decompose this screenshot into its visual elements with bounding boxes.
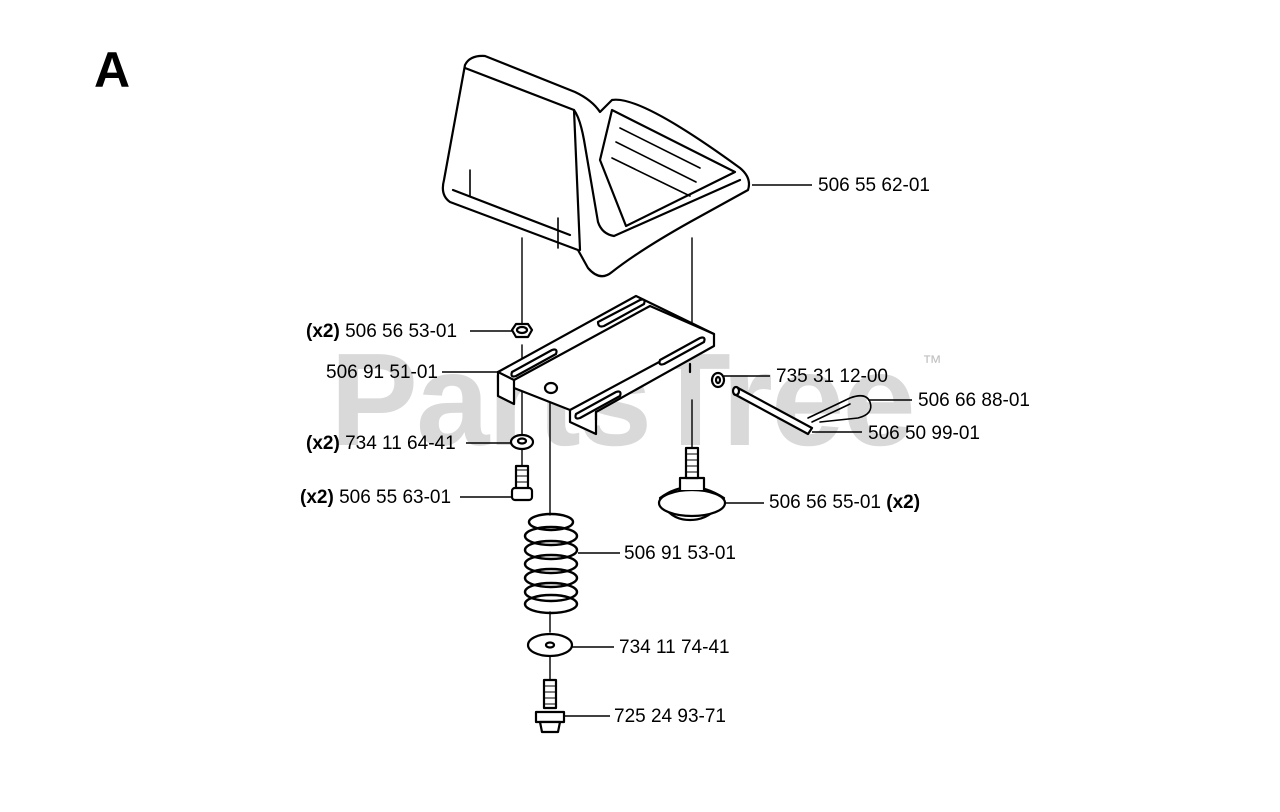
callout-bracket[interactable]: 506 91 51-01 [326,362,438,384]
bolt-upper [510,464,534,502]
callout-seat[interactable]: 506 55 62-01 [818,175,930,197]
callout-clip[interactable]: 506 66 88-01 [918,390,1030,412]
knob [657,446,727,522]
callout-pin[interactable]: 506 50 99-01 [868,423,980,445]
nut [510,322,534,339]
part-number: 506 56 55-01 [769,492,881,513]
callout-washer-small[interactable]: 735 31 12-00 [776,366,888,388]
quantity: (x2) [886,492,921,513]
part-number: 735 31 12-00 [776,366,888,387]
bracket [496,294,716,436]
part-number: 506 91 51-01 [326,362,438,383]
part-number: 506 55 62-01 [818,175,930,196]
callout-washer-lower[interactable]: 734 11 74-41 [619,637,730,659]
washer-lower [526,632,574,658]
clip [807,394,872,423]
part-number: 506 91 53-01 [624,543,736,564]
part-number: 506 55 63-01 [339,487,452,508]
leader-lines [442,184,912,717]
callout-washer-upper[interactable]: (x2) 734 11 64-41 [306,433,456,455]
part-number: 506 56 53-01 [345,321,458,342]
bolt-lower [534,678,566,734]
callout-nut[interactable]: (x2) 506 56 53-01 [306,321,457,343]
part-number: 725 24 93-71 [614,706,726,727]
trademark-symbol: ™ [922,352,942,374]
part-number: 734 11 64-41 [345,433,456,454]
part-number: 506 50 99-01 [868,423,980,444]
quantity: (x2) [306,321,340,342]
washer-upper [509,433,535,451]
callout-bolt-upper[interactable]: (x2) 506 55 63-01 [300,487,451,509]
small-washer [710,371,726,389]
callout-bolt-lower[interactable]: 725 24 93-71 [614,706,726,728]
part-number: 506 66 88-01 [918,390,1030,411]
quantity: (x2) [300,487,334,508]
part-number: 734 11 74-41 [619,637,730,658]
callout-knob[interactable]: 506 56 55-01 (x2) [769,492,920,514]
pin [731,385,814,436]
callout-spring[interactable]: 506 91 53-01 [624,543,736,565]
seat [441,54,751,278]
spring [523,512,579,615]
quantity: (x2) [306,433,340,454]
section-letter: A [94,42,131,98]
